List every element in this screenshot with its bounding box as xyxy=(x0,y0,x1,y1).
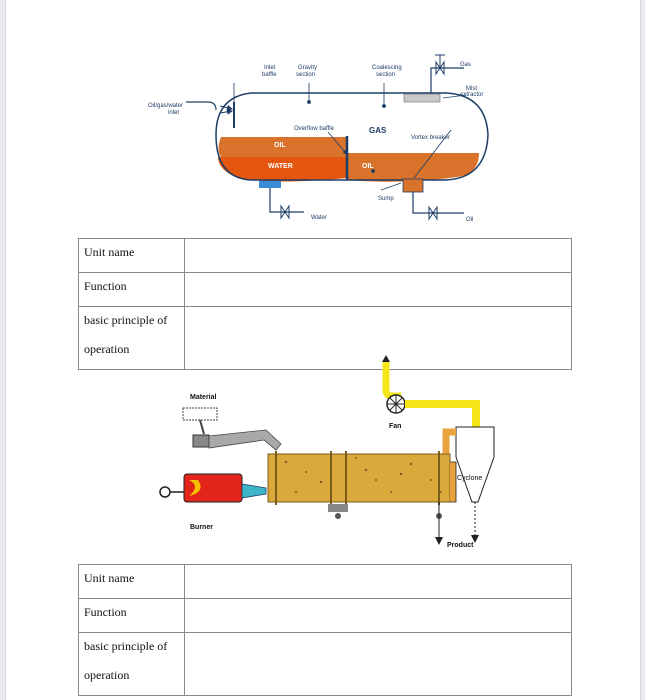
gas-outlet-pipe xyxy=(430,67,464,93)
svg-text:extractor: extractor xyxy=(460,92,483,98)
burner-valve-icon xyxy=(159,486,171,498)
mist-extractor-pad xyxy=(403,93,441,103)
separator-vessel xyxy=(215,92,489,181)
oil-valve-icon xyxy=(428,205,438,221)
svg-text:Coalescing: Coalescing xyxy=(372,65,402,71)
unit-name-label: Unit name xyxy=(78,238,185,273)
svg-text:Gravity: Gravity xyxy=(298,65,317,71)
unit-name-answer-cell[interactable] xyxy=(184,238,572,273)
dryer-answer-table: Unit name Function basic principle of op… xyxy=(78,564,572,696)
inlet-pipe xyxy=(186,101,217,111)
drum-discharge xyxy=(450,461,457,503)
svg-text:section: section xyxy=(296,72,315,78)
fan-duct xyxy=(405,400,480,427)
burner-body xyxy=(183,473,243,503)
material-hopper xyxy=(182,407,218,421)
function-label: Function xyxy=(78,598,185,633)
separator-answer-table: Unit name Function basic principle of op… xyxy=(78,238,572,370)
svg-text:Mist: Mist xyxy=(466,86,477,92)
oil-outlet-pipe xyxy=(412,192,464,214)
three-phase-separator-diagram: Inlet baffle Gravity section Coalescing … xyxy=(148,54,489,223)
product-arrow-1 xyxy=(435,537,443,545)
screw-conveyor xyxy=(208,429,282,451)
function-label: Function xyxy=(78,272,185,307)
svg-text:inlet: inlet xyxy=(168,110,179,116)
burner-label: Burner xyxy=(190,524,213,531)
rotary-dryer-diagram: Material Fan Cyclone Burner Product xyxy=(159,355,495,549)
oil-outlet-label: Oil xyxy=(466,217,473,223)
svg-text:Oil/gas/water: Oil/gas/water xyxy=(148,103,183,109)
rotary-drum xyxy=(267,453,451,503)
sump-label: Sump xyxy=(378,196,394,202)
gas-label: GAS xyxy=(369,126,387,135)
svg-text:section: section xyxy=(376,72,395,78)
cyclone-body xyxy=(455,426,495,503)
exhaust-stack xyxy=(382,362,401,400)
principle-answer-cell[interactable] xyxy=(184,632,572,696)
oil-outlet-nozzle xyxy=(402,178,424,193)
vortex-breaker-label: Vortex breaker xyxy=(411,135,450,141)
cyclone-label: Cyclone xyxy=(457,475,482,482)
oil-layer xyxy=(218,137,346,157)
water-layer xyxy=(218,157,346,182)
water-label: WATER xyxy=(268,163,293,170)
material-label: Material xyxy=(190,394,217,401)
water-outlet-label: Water xyxy=(311,215,327,221)
water-outlet-nozzle xyxy=(259,181,281,188)
inlet-baffle-label: baffle xyxy=(262,72,277,78)
principle-answer-cell[interactable] xyxy=(184,306,572,370)
water-outlet-pipe xyxy=(269,188,304,213)
oil-label: OIL xyxy=(274,142,286,149)
principle-label: basic principle of operation xyxy=(78,306,185,370)
gas-top-label: Gas xyxy=(460,62,471,68)
burner-flame xyxy=(189,480,201,496)
fan-label: Fan xyxy=(389,423,401,430)
gas-valve-icon xyxy=(435,60,445,76)
product-arrow-2 xyxy=(471,535,479,543)
motor xyxy=(192,434,210,448)
principle-label: basic principle of operation xyxy=(78,632,185,696)
duct-to-cyclone xyxy=(442,428,456,462)
oil-right-layer xyxy=(346,153,479,182)
oil-right-label: OIL xyxy=(362,163,374,170)
unit-name-label: Unit name xyxy=(78,564,185,599)
unit-name-answer-cell[interactable] xyxy=(184,564,572,599)
overflow-baffle-label: Overflow baffle xyxy=(294,126,335,132)
water-valve-icon xyxy=(280,204,290,220)
worksheet-page: Inlet baffle Gravity section Coalescing … xyxy=(5,0,641,700)
burner-nozzle xyxy=(241,483,267,499)
product-label: Product xyxy=(447,542,474,549)
function-answer-cell[interactable] xyxy=(184,598,572,633)
function-answer-cell[interactable] xyxy=(184,272,572,307)
inlet-baffle-label-1: Inlet xyxy=(264,65,276,71)
